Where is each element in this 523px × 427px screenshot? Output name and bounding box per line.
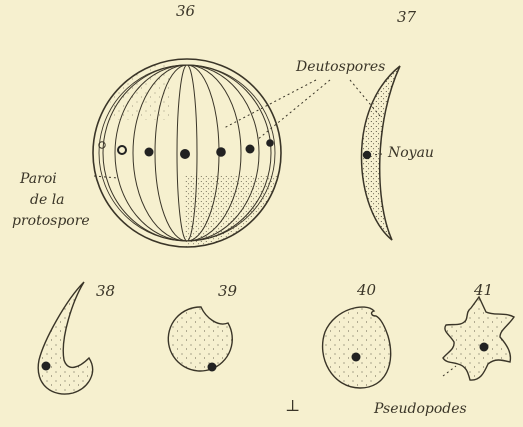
deutospore-nuclei (99, 139, 274, 159)
figure-number-40: 40 (357, 283, 376, 298)
figure-38-hook (38, 282, 92, 394)
plate-mark: ⊥ (285, 398, 300, 414)
figure-number-39: 39 (218, 284, 237, 299)
label-paroi-line1: Paroi (20, 172, 57, 186)
label-pseudopodes: Pseudopodes (374, 402, 467, 416)
figure-40-round (323, 307, 391, 388)
figure-39-notched (168, 307, 232, 372)
figure-41-amoeboid (443, 297, 514, 380)
figure-number-41: 41 (474, 283, 493, 298)
figure-number-38: 38 (96, 284, 115, 299)
figure-number-37: 37 (397, 10, 416, 25)
label-paroi-line3: protospore (12, 214, 90, 228)
label-deutospores: Deutospores (296, 60, 385, 74)
leader-lines (94, 80, 456, 376)
figure-36-protospore (93, 59, 285, 250)
label-noyau: Noyau (388, 146, 434, 160)
label-paroi-line2: de la (30, 193, 65, 207)
figure-number-36: 36 (176, 4, 195, 19)
